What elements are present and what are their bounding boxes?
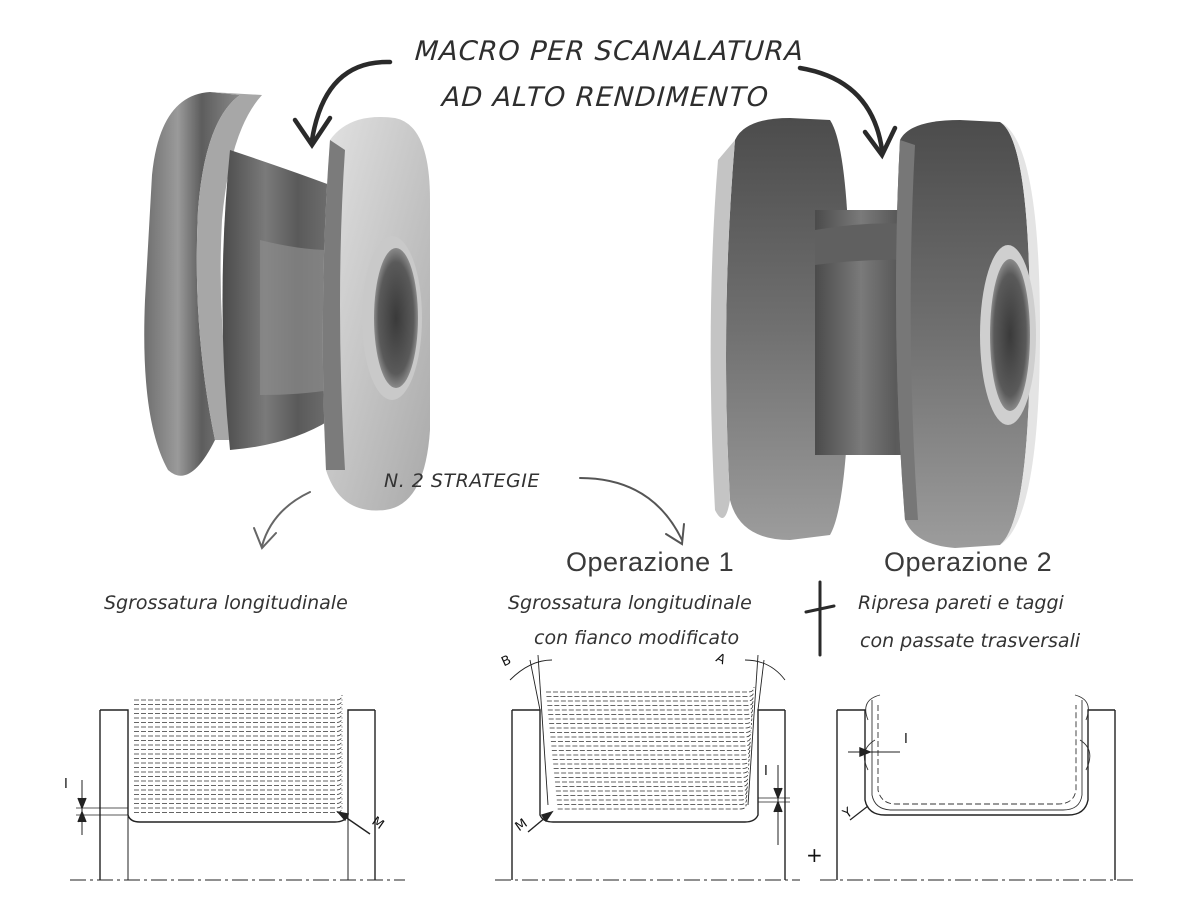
plus-stroke-horizontal [804, 604, 836, 614]
pass-line [134, 762, 343, 768]
pass-line [134, 694, 343, 701]
pass-line [134, 784, 343, 791]
pass-line [555, 781, 749, 787]
operation1-heading: Operazione 1 [566, 547, 735, 577]
pass-line [557, 803, 747, 810]
pass-line [134, 798, 343, 804]
strategies-label: N. 2 STRATEGIE [384, 470, 540, 492]
right-section-drawing [820, 694, 1135, 881]
pass-line [134, 802, 343, 809]
strategy-arrow-right [579, 477, 683, 541]
operation2-line1: Ripresa pareti e taggi [858, 592, 1064, 614]
pass-line [548, 713, 753, 720]
pass-line [134, 717, 343, 723]
pass-line [548, 709, 753, 715]
pass-line [134, 708, 343, 714]
pass-line [556, 794, 748, 801]
pass-line [549, 722, 752, 729]
pass-line [134, 780, 343, 786]
pass-line [134, 793, 343, 800]
strategy-arrow-left [261, 491, 311, 547]
left-part-render [144, 92, 430, 511]
pass-line [134, 744, 343, 750]
pass-line [550, 736, 752, 742]
pass-line [134, 807, 343, 813]
pass-line [134, 721, 343, 728]
left-caption: Sgrossatura longitudinale [104, 592, 348, 614]
pass-line [551, 740, 751, 747]
pass-line [547, 700, 754, 706]
pass-line [134, 771, 343, 777]
pass-line [134, 753, 343, 759]
pass-line [134, 730, 343, 737]
pass-line [134, 748, 343, 755]
pass-line [554, 767, 749, 774]
pass-line [546, 691, 755, 697]
left-section-drawing [70, 694, 405, 881]
operation1-line1: Sgrossatura longitudinale [508, 592, 752, 614]
annotation-arrows [253, 59, 898, 657]
pass-line [546, 695, 754, 702]
pass-line [553, 763, 750, 769]
pass-line [550, 727, 752, 733]
operation2-line2: con passate trasversali [860, 630, 1081, 652]
left-dimension-I: I [64, 777, 68, 792]
title-arrow-left [309, 59, 393, 143]
middle-section-drawing [495, 654, 800, 881]
pass-line [546, 686, 755, 693]
plus-sign: + [806, 843, 823, 867]
pass-line [549, 718, 753, 724]
pass-line [134, 703, 343, 710]
pass-line [554, 772, 749, 778]
pass-line [552, 749, 751, 756]
pass-line [557, 799, 747, 805]
pass-line [134, 712, 343, 719]
pass-line [552, 754, 750, 760]
pass-line [550, 731, 752, 738]
operation1-line2: con fianco modificato [534, 627, 740, 649]
pass-line [551, 745, 751, 751]
pass-line [553, 758, 750, 765]
title-line-1: MACRO PER SCANALATURA [413, 36, 806, 67]
pass-line [556, 790, 748, 796]
pass-line [134, 739, 343, 746]
pass-line [134, 757, 343, 764]
pass-line [547, 704, 754, 711]
operation2-heading: Operazione 2 [884, 547, 1053, 577]
pass-line [134, 726, 343, 732]
right-dimension-I: I [904, 732, 908, 747]
mid-dimension-I: I [764, 764, 768, 779]
title-arrow-right [797, 65, 885, 153]
pass-line [134, 766, 343, 773]
title-line-2: AD ALTO RENDIMENTO [440, 82, 771, 113]
pass-line [555, 776, 749, 783]
right-part-render [710, 118, 1040, 548]
pass-line [134, 775, 343, 782]
pass-line [134, 789, 343, 795]
pass-line [555, 785, 748, 792]
pass-line [134, 735, 343, 741]
pass-line [134, 699, 343, 705]
